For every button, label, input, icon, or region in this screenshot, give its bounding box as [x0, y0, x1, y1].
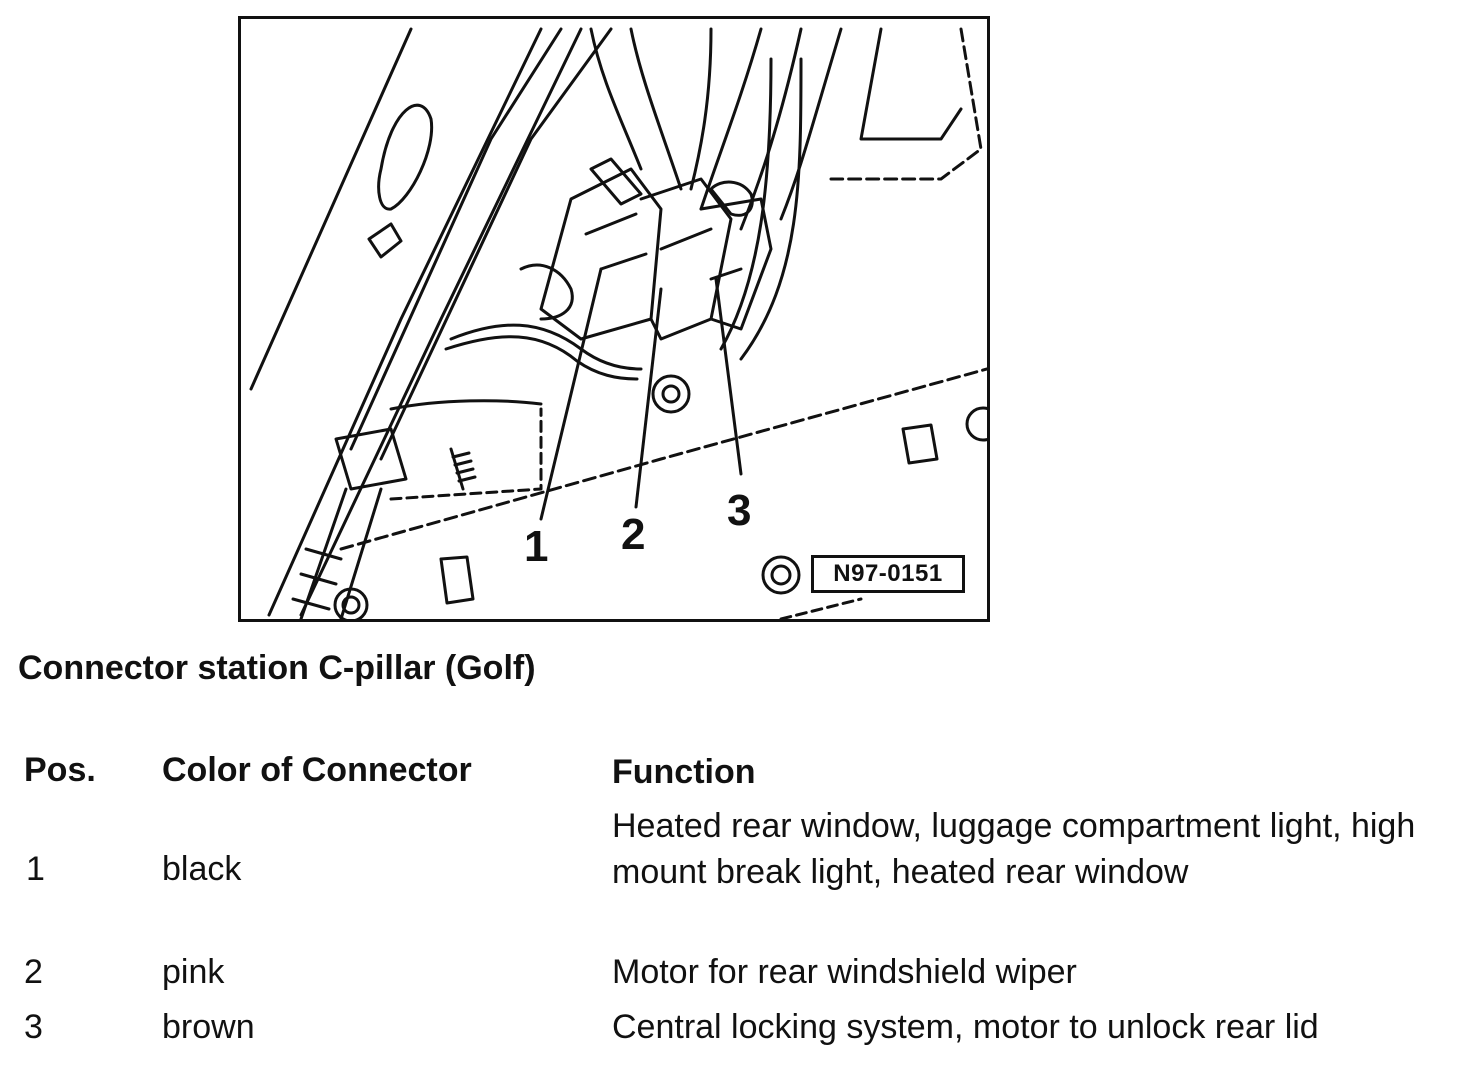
- row-3-function: Central locking system, motor to unlock …: [612, 1008, 1319, 1046]
- pillar-edge-line: [267, 27, 543, 617]
- connector-block-2: [639, 177, 733, 341]
- connector-illustration: 1 2 3 N97-0151: [238, 16, 990, 622]
- leader-line-3: [714, 277, 743, 476]
- header-pos: Pos.: [24, 751, 96, 789]
- leader-line-2: [634, 287, 663, 509]
- figure-reference-code: N97-0151: [811, 555, 965, 593]
- row-3-pos: 3: [24, 1008, 43, 1046]
- callout-1: 1: [524, 522, 549, 571]
- row-2-function: Motor for rear windshield wiper: [612, 953, 1077, 991]
- row-1-color: black: [162, 850, 242, 888]
- figure-caption: Connector station C-pillar (Golf): [18, 649, 536, 687]
- callout-3: 3: [727, 486, 752, 535]
- row-3-color: brown: [162, 1008, 255, 1046]
- header-color: Color of Connector: [162, 751, 472, 789]
- callout-2: 2: [621, 510, 646, 559]
- leader-line-1: [539, 267, 603, 521]
- connector-block-3: [699, 197, 773, 331]
- row-2-pos: 2: [24, 953, 43, 991]
- header-function: Function: [612, 753, 756, 791]
- row-1-pos: 1: [26, 850, 45, 888]
- illustration-drawing: [249, 27, 987, 619]
- row-1-function: Heated rear window, luggage compartment …: [612, 807, 1416, 891]
- row-2-color: pink: [162, 953, 225, 991]
